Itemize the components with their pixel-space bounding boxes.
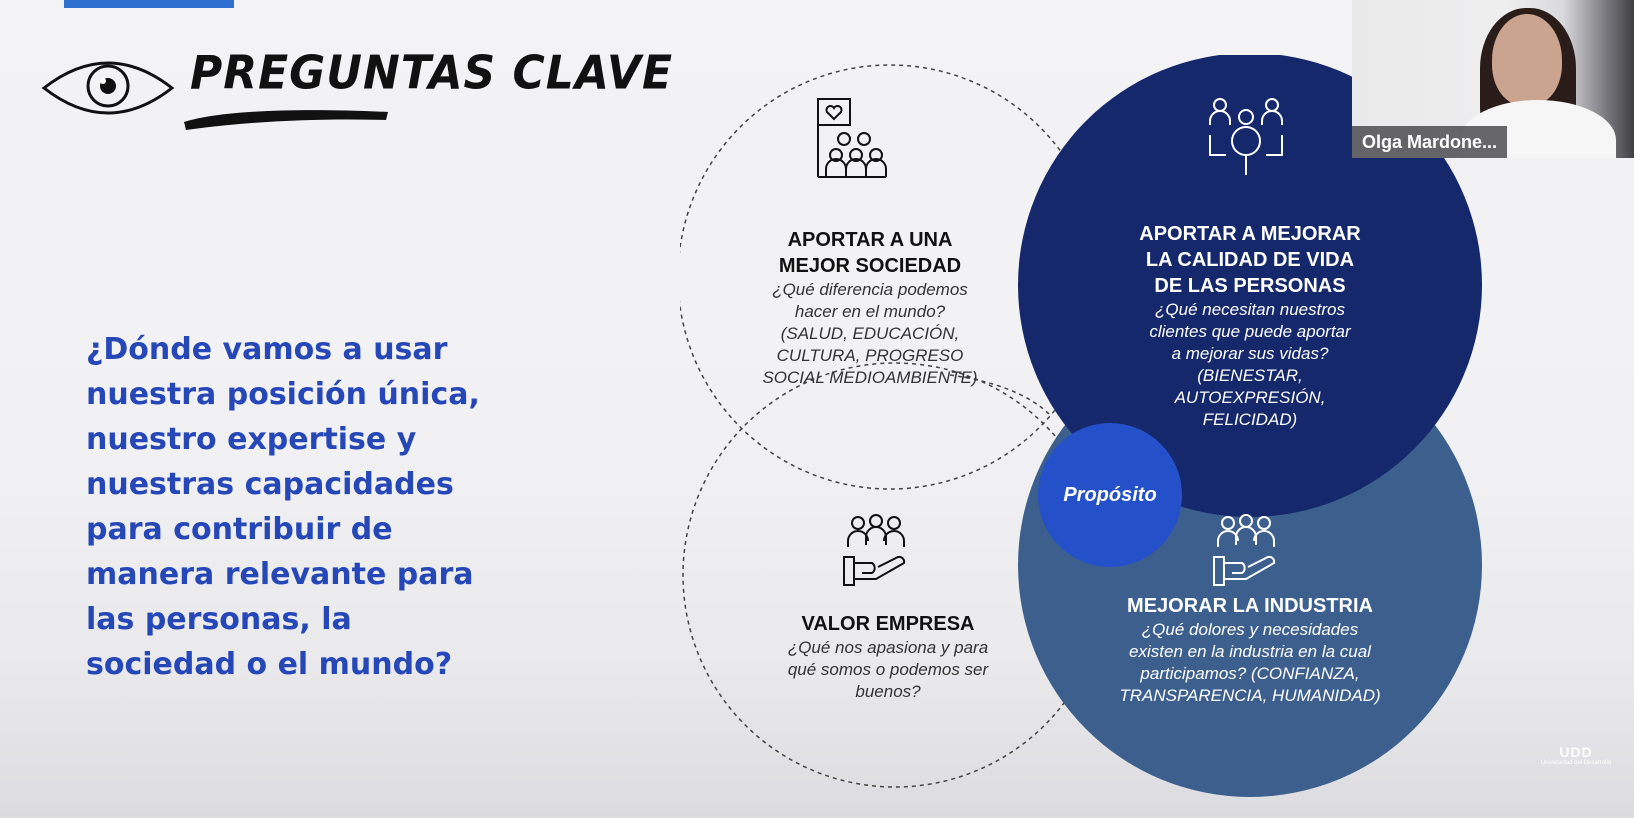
purpose-venn-diagram: APORTAR A UNA MEJOR SOCIEDAD ¿Qué difere…	[680, 55, 1540, 818]
circle-people-text: APORTAR A MEJORAR LA CALIDAD DE VIDA DE …	[1100, 221, 1400, 431]
circle-industry-title: MEJORAR LA INDUSTRIA	[1127, 595, 1373, 617]
community-flag-icon	[817, 98, 887, 178]
circle-people-body: ¿Qué necesitan nuestros clientes que pue…	[1149, 300, 1351, 429]
circle-people-title: APORTAR A MEJORAR LA CALIDAD DE VIDA DE …	[1139, 223, 1361, 297]
purpose-center-badge: Propósito	[1038, 423, 1182, 567]
slide-heading: PREGUNTAS CLAVE	[190, 46, 674, 101]
hand-people-icon	[1213, 514, 1276, 586]
circle-society-body: ¿Qué diferencia podemos hacer en el mund…	[762, 280, 978, 387]
eye-icon	[41, 61, 175, 115]
circle-company-body: ¿Qué nos apasiona y para qué somos o pod…	[787, 638, 989, 701]
key-question-text: ¿Dónde vamos a usar nuestra posición úni…	[86, 332, 480, 682]
circle-people	[1018, 55, 1482, 517]
top-accent-bar	[64, 0, 234, 8]
circle-society-text: APORTAR A UNA MEJOR SOCIEDAD ¿Qué difere…	[720, 227, 1020, 389]
participant-face	[1492, 14, 1562, 106]
participant-name-label: Olga Mardone...	[1352, 126, 1508, 158]
circle-industry-text: MEJORAR LA INDUSTRIA ¿Qué dolores y nece…	[1070, 593, 1430, 707]
hand-people-icon	[843, 514, 906, 586]
circle-society-title: APORTAR A UNA MEJOR SOCIEDAD	[778, 229, 962, 277]
people-magnifier-icon	[1209, 98, 1283, 175]
circle-company-text: VALOR EMPRESA ¿Qué nos apasiona y para q…	[748, 611, 1028, 703]
udd-logo-subtitle: Universidad del Desarrollo	[1540, 760, 1612, 766]
udd-watermark-logo: UDD Universidad del Desarrollo	[1536, 744, 1616, 766]
participant-video-tile[interactable]: Olga Mardone...	[1352, 0, 1634, 158]
brush-underline	[184, 110, 388, 130]
circle-company-title: VALOR EMPRESA	[801, 613, 975, 635]
udd-logo-text: UDD	[1559, 744, 1593, 760]
circle-industry-body: ¿Qué dolores y necesidades existen en la…	[1119, 620, 1381, 705]
